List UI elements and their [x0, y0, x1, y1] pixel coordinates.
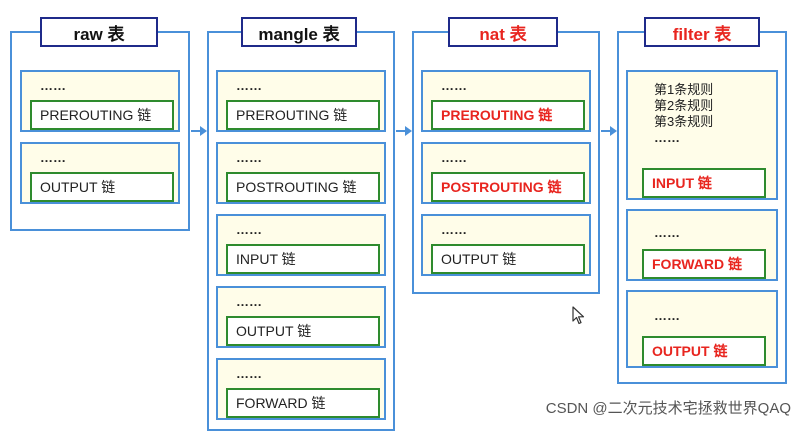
- filter-forward-chain: FORWARD 链: [642, 249, 766, 279]
- mangle-table-title: mangle 表: [241, 17, 357, 47]
- rule-item: 第2条规则: [654, 98, 714, 113]
- mangle-chain-card: …… POSTROUTING 链: [216, 142, 386, 204]
- chain-rules-ellipsis: ……: [236, 78, 262, 93]
- filter-input-chain-card: 第1条规则 第2条规则 第3条规则 …… INPUT 链: [626, 70, 778, 200]
- raw-prerouting-chain: PREROUTING 链: [30, 100, 174, 130]
- rule-item: 第1条规则: [654, 82, 714, 97]
- nat-postrouting-chain: POSTROUTING 链: [431, 172, 585, 202]
- mangle-prerouting-chain: PREROUTING 链: [226, 100, 380, 130]
- filter-table-title: filter 表: [644, 17, 760, 47]
- chain-rules-ellipsis: ……: [441, 222, 467, 237]
- mangle-chain-card: …… PREROUTING 链: [216, 70, 386, 132]
- chain-rules-ellipsis: ……: [236, 150, 262, 165]
- raw-chain-card: …… OUTPUT 链: [20, 142, 180, 204]
- nat-chain-card: …… PREROUTING 链: [421, 70, 591, 132]
- flow-arrow-nat-to-filter: [601, 126, 617, 136]
- mangle-input-chain: INPUT 链: [226, 244, 380, 274]
- nat-table-title: nat 表: [448, 17, 558, 47]
- filter-chain-card: …… FORWARD 链: [626, 209, 778, 281]
- chain-rules-ellipsis: ……: [40, 78, 66, 93]
- mangle-output-chain: OUTPUT 链: [226, 316, 380, 346]
- mangle-postrouting-chain: POSTROUTING 链: [226, 172, 380, 202]
- chain-rules-ellipsis: ……: [40, 150, 66, 165]
- chain-rules-ellipsis: ……: [236, 366, 262, 381]
- nat-output-chain: OUTPUT 链: [431, 244, 585, 274]
- raw-chain-card: …… PREROUTING 链: [20, 70, 180, 132]
- rule-list: 第1条规则 第2条规则 第3条规则 ……: [654, 82, 713, 146]
- raw-output-chain: OUTPUT 链: [30, 172, 174, 202]
- chain-rules-ellipsis: ……: [654, 308, 680, 323]
- rule-item: ……: [654, 130, 680, 145]
- watermark: CSDN @二次元技术宅拯救世界QAQ: [545, 400, 791, 417]
- chain-rules-ellipsis: ……: [441, 78, 467, 93]
- raw-table-title: raw 表: [40, 17, 158, 47]
- mangle-chain-card: …… FORWARD 链: [216, 358, 386, 420]
- mangle-chain-card: …… INPUT 链: [216, 214, 386, 276]
- filter-chain-card: …… OUTPUT 链: [626, 290, 778, 368]
- mangle-chain-card: …… OUTPUT 链: [216, 286, 386, 348]
- nat-chain-card: …… OUTPUT 链: [421, 214, 591, 276]
- flow-arrow-mangle-to-nat: [396, 126, 412, 136]
- chain-rules-ellipsis: ……: [654, 225, 680, 240]
- flow-arrow-raw-to-mangle: [191, 126, 207, 136]
- filter-output-chain: OUTPUT 链: [642, 336, 766, 366]
- chain-rules-ellipsis: ……: [236, 294, 262, 309]
- mouse-cursor-icon: [572, 306, 585, 325]
- nat-prerouting-chain: PREROUTING 链: [431, 100, 585, 130]
- chain-rules-ellipsis: ……: [441, 150, 467, 165]
- chain-rules-ellipsis: ……: [236, 222, 262, 237]
- nat-chain-card: …… POSTROUTING 链: [421, 142, 591, 204]
- filter-input-chain: INPUT 链: [642, 168, 766, 198]
- rule-item: 第3条规则: [654, 114, 714, 129]
- mangle-forward-chain: FORWARD 链: [226, 388, 380, 418]
